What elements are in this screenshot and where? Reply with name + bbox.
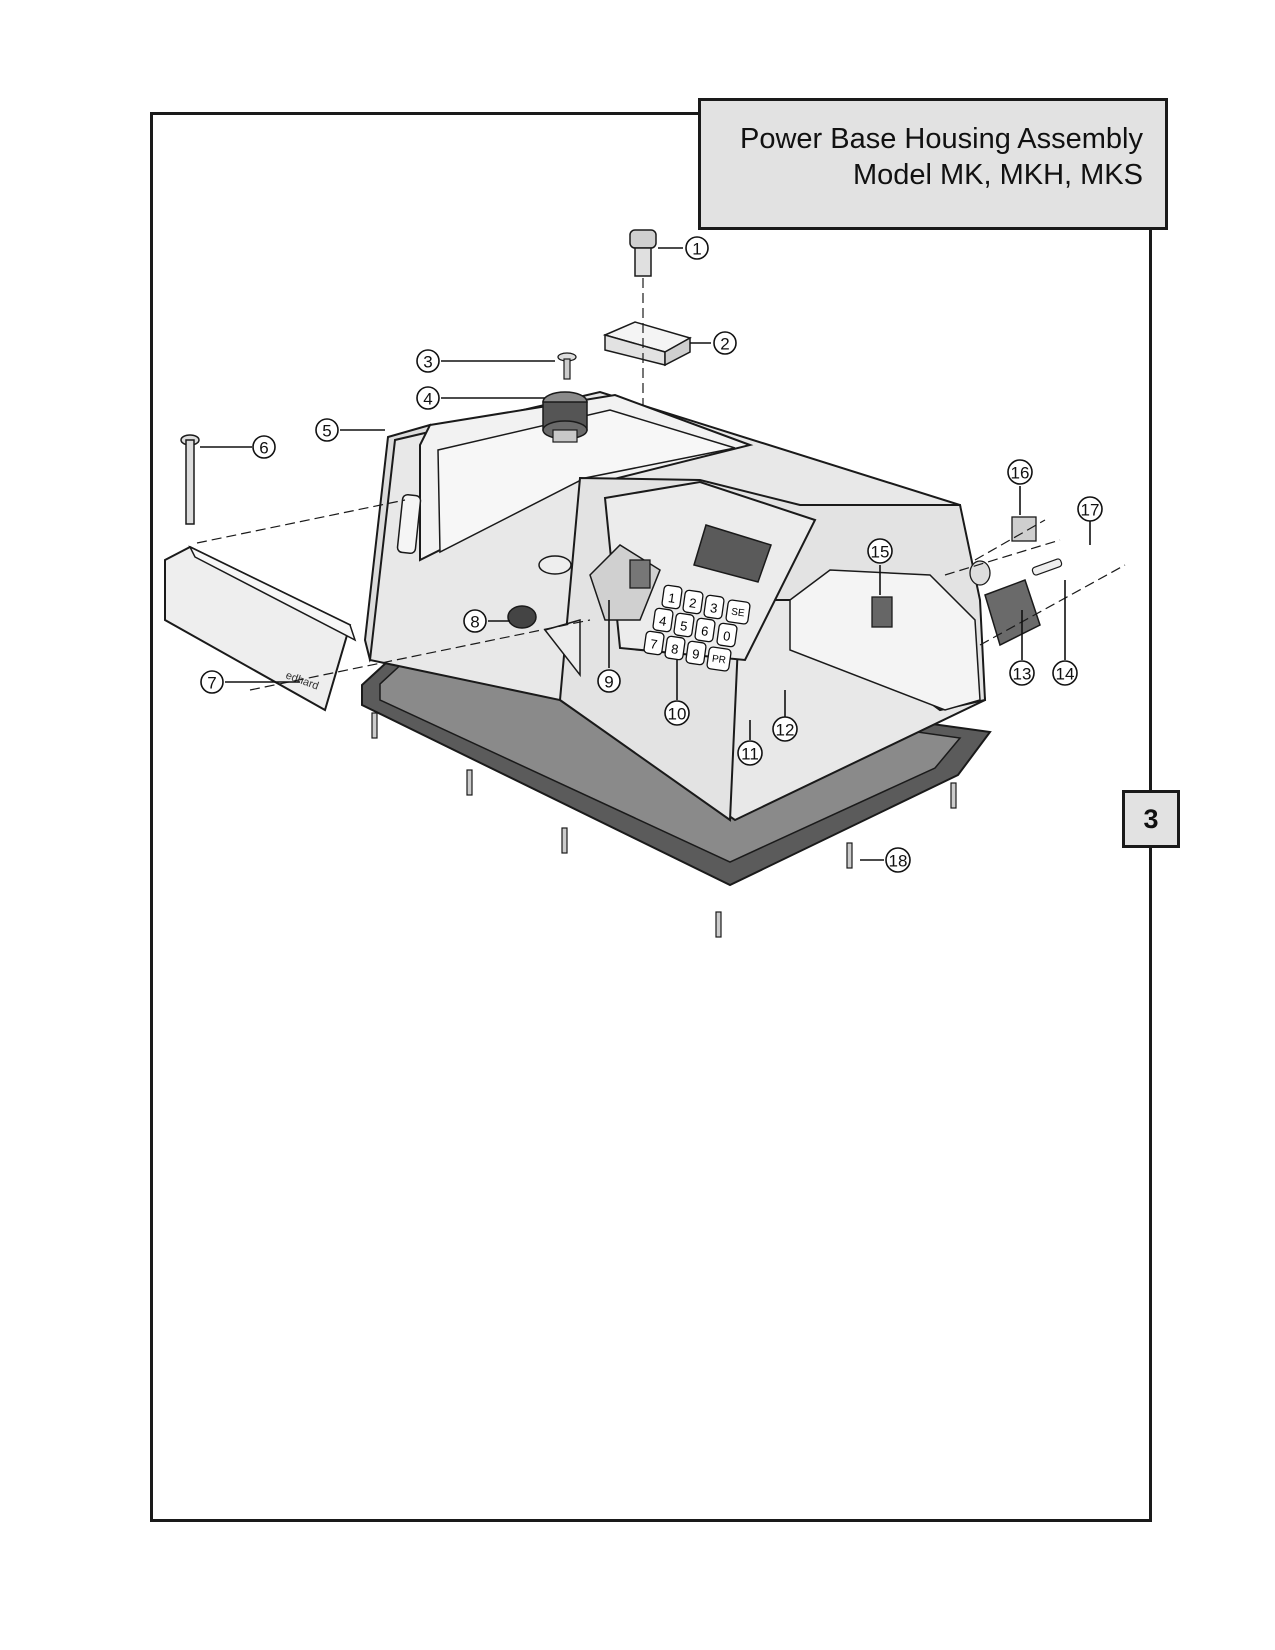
svg-text:5: 5 <box>679 618 688 634</box>
keypad-key: 2 <box>682 589 704 615</box>
callout-10: 10 <box>664 700 690 726</box>
svg-text:SE: SE <box>730 607 745 620</box>
svg-text:12: 12 <box>776 721 795 740</box>
svg-text:8: 8 <box>670 641 679 657</box>
svg-text:0: 0 <box>722 628 731 644</box>
keypad-key: 9 <box>685 640 707 666</box>
svg-text:3: 3 <box>709 600 718 616</box>
svg-text:4: 4 <box>423 390 432 409</box>
assembly-lines <box>196 278 1126 691</box>
callout-11: 11 <box>737 740 763 766</box>
svg-text:1: 1 <box>692 240 701 259</box>
screw <box>557 352 577 380</box>
knob <box>629 229 657 277</box>
callout-9: 9 <box>597 669 621 693</box>
svg-text:7: 7 <box>207 674 216 693</box>
callout-15: 15 <box>867 538 893 564</box>
title-line-2: Model MK, MKH, MKS <box>852 159 1143 191</box>
mounting-screw <box>371 712 378 739</box>
power-receptacle <box>984 579 1041 647</box>
svg-text:1: 1 <box>667 590 676 606</box>
rocker-switch <box>871 596 893 628</box>
callout-6: 6 <box>252 435 276 459</box>
mounting-screw <box>950 782 957 809</box>
svg-text:6: 6 <box>700 623 709 639</box>
svg-text:9: 9 <box>604 673 613 692</box>
fuse-holder <box>969 516 1037 586</box>
front-cover: edhard <box>164 545 357 712</box>
callout-17: 17 <box>1077 496 1103 522</box>
callouts: 1 2 3 4 5 6 7 8 9 10 11 12 13 14 15 16 1… <box>200 236 1103 873</box>
svg-text:3: 3 <box>423 353 432 372</box>
keypad-key: PR <box>706 646 732 672</box>
indicator-knob <box>507 605 537 629</box>
svg-text:16: 16 <box>1011 464 1030 483</box>
keypad-key: 6 <box>694 617 716 643</box>
svg-text:4: 4 <box>658 613 667 629</box>
mounting-screws <box>371 712 957 938</box>
keypad-key: 3 <box>703 594 725 620</box>
fuse <box>1031 558 1063 576</box>
coupler <box>542 391 588 443</box>
keypad-key: 1 <box>661 584 683 610</box>
svg-text:17: 17 <box>1081 501 1100 520</box>
keypad-key: SE <box>725 599 751 625</box>
svg-text:11: 11 <box>741 745 759 764</box>
svg-text:13: 13 <box>1013 665 1032 684</box>
keypad-key: 8 <box>664 635 686 661</box>
toggle-switch-plate <box>589 544 661 621</box>
callout-14: 14 <box>1052 660 1078 686</box>
svg-text:14: 14 <box>1056 665 1075 684</box>
keypad: 1 2 3 SE 4 5 6 0 <box>643 584 751 672</box>
svg-text:7: 7 <box>649 636 658 652</box>
callout-13: 13 <box>1009 660 1035 686</box>
svg-text:18: 18 <box>889 852 908 871</box>
callout-16: 16 <box>1007 459 1033 485</box>
callout-18: 18 <box>885 847 911 873</box>
svg-text:2: 2 <box>720 335 729 354</box>
svg-text:5: 5 <box>322 422 331 441</box>
mounting-screw <box>466 769 473 796</box>
callout-3: 3 <box>416 349 440 373</box>
svg-text:8: 8 <box>470 613 479 632</box>
keypad-key: 5 <box>673 612 695 638</box>
svg-text:9: 9 <box>691 646 700 662</box>
keypad-key: 4 <box>652 607 674 633</box>
svg-text:10: 10 <box>668 705 687 724</box>
block <box>602 321 692 367</box>
svg-text:PR: PR <box>711 654 726 667</box>
keypad-key: 0 <box>716 622 738 648</box>
callout-1: 1 <box>685 236 709 260</box>
pin <box>180 434 200 525</box>
page-number-tab: 3 <box>1122 790 1180 848</box>
mounting-screw <box>715 911 722 938</box>
title-box: Power Base Housing Assembly Model MK, MK… <box>698 98 1168 230</box>
svg-text:15: 15 <box>871 543 890 562</box>
callout-7: 7 <box>200 670 224 694</box>
keypad-key: 7 <box>643 630 665 656</box>
svg-text:6: 6 <box>259 439 268 458</box>
svg-text:2: 2 <box>688 595 697 611</box>
callout-4: 4 <box>416 386 440 410</box>
callout-2: 2 <box>713 331 737 355</box>
callout-8: 8 <box>463 609 487 633</box>
callout-5: 5 <box>315 418 339 442</box>
title-line-1: Power Base Housing Assembly <box>740 123 1143 155</box>
callout-12: 12 <box>772 716 798 742</box>
mounting-screw <box>561 827 568 854</box>
mounting-screw <box>846 842 853 869</box>
